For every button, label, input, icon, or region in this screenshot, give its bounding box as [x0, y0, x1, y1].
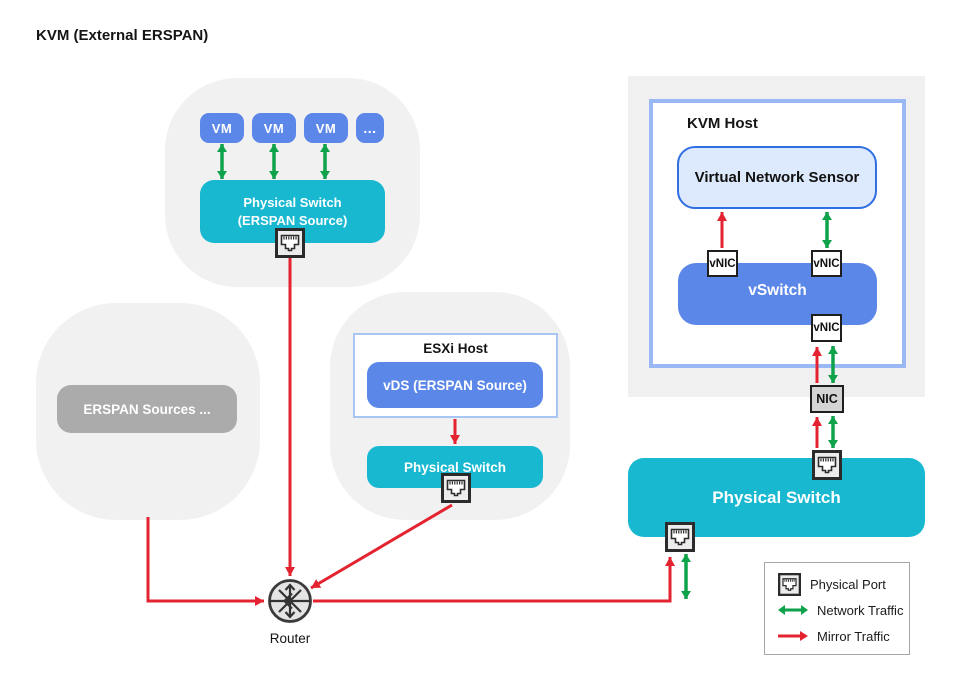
legend-mirror-traffic-label: Mirror Traffic	[817, 628, 890, 644]
vm-node: VM	[200, 113, 244, 143]
kvm-host-box: KVM Host	[649, 99, 906, 368]
physical-port-icon	[275, 228, 305, 258]
physical-port-icon	[665, 522, 695, 552]
erspan-source-switch-line2: (ERSPAN Source)	[237, 212, 348, 228]
erspan-source-switch: Physical Switch (ERSPAN Source)	[200, 180, 385, 243]
mirror-line-router-rightswitch	[313, 557, 675, 603]
network-traffic-arrow-icon	[778, 605, 808, 615]
vnic-node: vNIC	[811, 314, 842, 342]
vm-node: VM	[252, 113, 296, 143]
router-icon	[266, 577, 314, 625]
esxi-physical-switch-label: Physical Switch	[403, 459, 507, 475]
vm-node: VM	[304, 113, 348, 143]
right-physical-switch-label: Physical Switch	[712, 487, 841, 507]
physical-port-icon	[812, 450, 842, 480]
vswitch-label: vSwitch	[748, 282, 807, 299]
vnic-node: vNIC	[707, 250, 738, 277]
legend: Physical Port Network Traffic Mirror Tra…	[764, 562, 910, 655]
vds-node: vDS (ERSPAN Source)	[367, 362, 543, 408]
kvm-host-title: KVM Host	[687, 115, 758, 132]
physical-port-icon	[441, 473, 471, 503]
virtual-network-sensor-node: Virtual Network Sensor	[677, 146, 877, 209]
legend-physical-port-label: Physical Port	[810, 576, 886, 592]
mirror-line-sources-router	[146, 517, 264, 606]
physical-port-icon	[778, 573, 801, 596]
erspan-sources-node: ERSPAN Sources ...	[57, 385, 237, 433]
legend-network-traffic-label: Network Traffic	[817, 602, 904, 618]
legend-item-physical-port: Physical Port	[778, 572, 909, 596]
diagram-title: KVM (External ERSPAN)	[36, 27, 209, 44]
vm-ellipsis-node: ...	[356, 113, 384, 143]
virtual-network-sensor-label: Virtual Network Sensor	[694, 169, 860, 186]
erspan-source-switch-line1: Physical Switch	[243, 194, 342, 210]
router-label: Router	[269, 631, 311, 646]
legend-item-mirror-traffic: Mirror Traffic	[778, 624, 909, 648]
esxi-host-title: ESXi Host	[423, 341, 488, 356]
nic-node: NIC	[810, 385, 844, 413]
vnic-node: vNIC	[811, 250, 842, 277]
mirror-traffic-arrow-icon	[778, 631, 808, 641]
legend-item-network-traffic: Network Traffic	[778, 598, 909, 622]
